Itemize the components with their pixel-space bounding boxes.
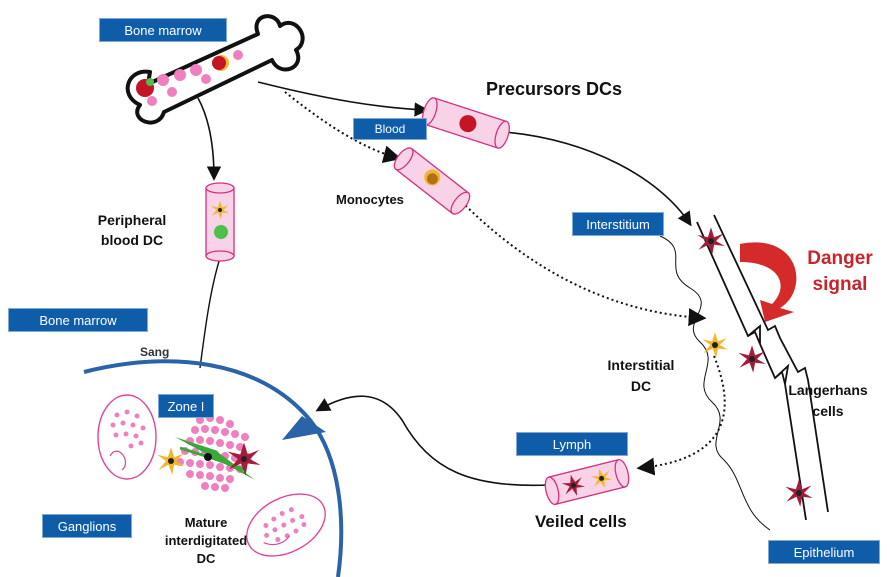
mature-dc-label: Mature interdigitated DC (150, 514, 262, 568)
bone-marrow-top-label: Bone marrow (99, 18, 227, 42)
mature-line-1: Mature (184, 515, 228, 530)
mature-line-3: DC (196, 551, 216, 566)
peripheral-line-1: Peripheral (97, 212, 167, 228)
langerhans-line-1: Langerhans (788, 382, 868, 398)
bone-marrow-cells (136, 50, 243, 106)
arrow-precursors-to-interstitium (504, 131, 692, 227)
danger-signal-label: Danger signal (795, 246, 885, 298)
arrow-lymph-to-ganglion (315, 395, 549, 487)
mature-line-2: interdigitated (164, 533, 248, 548)
langerhans-cells-label: Langerhans cells (778, 380, 878, 422)
arrow-monocytes-to-interstitium (461, 201, 707, 327)
bone-marrow-left-label: Bone marrow (8, 308, 148, 332)
peripheral-line-2: blood DC (100, 232, 164, 248)
interstitial-line-1: Interstitial (607, 357, 675, 373)
veiled-cells-label: Veiled cells (535, 512, 627, 531)
monocyte-vessel-icon (393, 147, 471, 215)
zone-i-label: Zone I (158, 394, 214, 418)
interstitium-label: Interstitium (572, 212, 664, 236)
curved-arrow-icon (740, 242, 797, 322)
arrow-bone-to-monocytes (284, 91, 402, 164)
interstitial-line-2: DC (630, 378, 652, 394)
danger-line-1: Danger (807, 248, 873, 269)
arrow-bone-to-peripheral (197, 97, 222, 181)
lymph-vessel-icon (544, 458, 630, 506)
lymph-label: Lymph (516, 432, 628, 456)
epithelium-label: Epithelium (768, 540, 880, 564)
interstitial-dc-icon (702, 332, 728, 358)
interstitium-boundary (659, 235, 771, 531)
arrow-bone-to-precursors (257, 81, 429, 117)
lymph-node-icon (83, 359, 344, 577)
line-peripheral-to-sang (199, 257, 221, 369)
sang-label: Sang (140, 345, 170, 359)
interstitial-dc-label: Interstitial DC (596, 355, 686, 397)
peripheral-vessel-icon (205, 182, 235, 262)
langerhans-line-2: cells (812, 403, 844, 419)
blood-vessel-icon (422, 97, 510, 149)
ganglions-label: Ganglions (42, 514, 132, 538)
epithelium (696, 214, 829, 521)
dendritic-cell-icon (697, 227, 813, 507)
danger-line-2: signal (812, 274, 868, 295)
blood-label: Blood (353, 118, 427, 140)
peripheral-blood-dc-label: Peripheral blood DC (82, 210, 182, 250)
monocytes-label: Monocytes (336, 192, 404, 207)
zone-i-cluster (157, 414, 261, 492)
precursors-dcs-label: Precursors DCs (486, 79, 623, 99)
arrow-interstitial-to-lymph (636, 355, 726, 476)
